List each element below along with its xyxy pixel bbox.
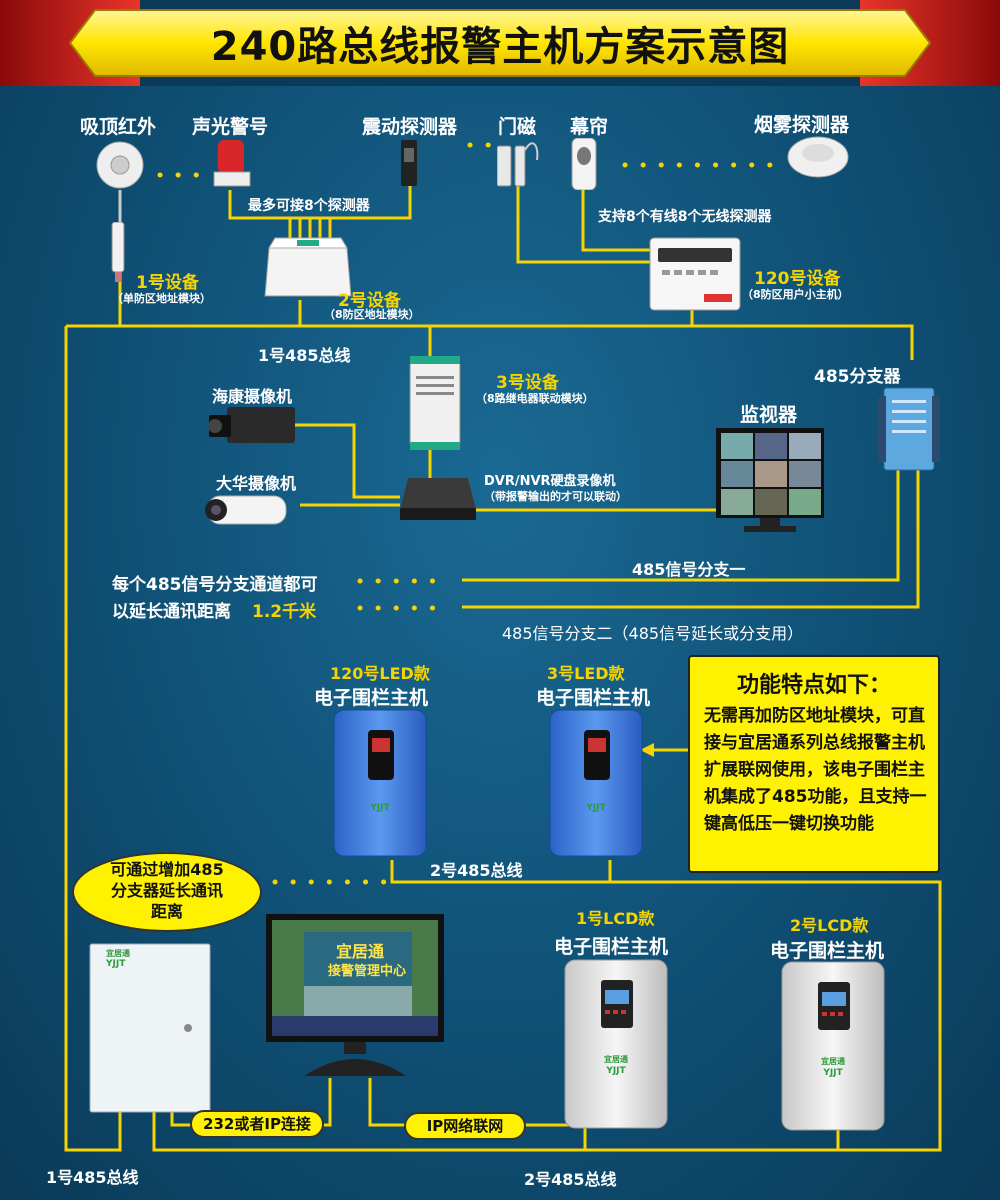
fence-led3-name: 电子围栏主机 — [536, 687, 651, 709]
branch-note-distance: 1.2千米 — [252, 602, 317, 622]
center-screen-brand: 宜居通 — [336, 942, 385, 961]
splitter-icon — [878, 387, 940, 471]
siren-label: 声光警号 — [192, 116, 269, 138]
fence-led3-num: 3号LED款 — [547, 664, 625, 683]
branch-note-line1: 每个485信号分支通道都可 — [112, 575, 318, 595]
feature-panel: 功能特点如下： 无需再加防区地址模块，可直接与宜居通系列总线报警主机扩展联网使用… — [688, 655, 940, 873]
curtain-detector-icon — [571, 138, 597, 190]
branch-note-line2: 以延长通讯距离 — [112, 602, 231, 622]
smoke-detector-icon — [787, 136, 849, 178]
pir-label: 吸顶红外 — [80, 116, 157, 138]
device120-host-icon — [649, 237, 741, 311]
branch2-wire — [462, 460, 920, 609]
fence-lcd2-device-icon: 宜居通 YJJT — [781, 961, 885, 1131]
monitor-label: 监视器 — [740, 404, 798, 426]
bus1-left-wire — [64, 326, 122, 1152]
fence-led3-logo: YJJT — [585, 803, 606, 813]
page-title: 240路总线报警主机方案示意图 — [210, 24, 790, 70]
door-wire — [516, 180, 650, 264]
monitor-icon — [716, 428, 824, 532]
hik-camera-label: 海康摄像机 — [212, 387, 293, 406]
device2-name: 2号设备 — [338, 291, 401, 311]
device120-name: 120号设备 — [754, 269, 841, 289]
cabinet-logo: YJJT — [105, 959, 126, 969]
fence-lcd1-num: 1号LCD款 — [576, 909, 655, 928]
relay-module-icon — [409, 356, 461, 450]
curtain-label: 幕帘 — [570, 116, 609, 138]
bus-alarm-host-cabinet-icon: 宜居通 YJJT — [89, 943, 211, 1113]
title-bar — [0, 0, 1000, 86]
fence-led120-device-icon: YJJT — [333, 709, 427, 857]
address-module-icon — [111, 222, 125, 282]
splitter-label: 485分支器 — [814, 367, 901, 387]
dahua-camera-label: 大华摄像机 — [216, 474, 297, 493]
device3-sub: （8路继电器联动模块） — [476, 392, 594, 405]
bus1-wire — [66, 324, 914, 360]
fence-lcd1-device-icon: 宜居通 YJJT — [564, 959, 668, 1129]
dahua-camera-icon — [205, 495, 287, 525]
wired-wireless-note: 支持8个有线8个无线探测器 — [598, 209, 772, 225]
device2-sub: （8防区地址模块） — [324, 308, 420, 321]
cabinet-brand-cn: 宜居通 — [106, 948, 130, 958]
max8-note: 最多可接8个探测器 — [248, 198, 370, 214]
bus2-mid-label: 2号485总线 — [430, 861, 523, 880]
fence-led3-device-icon: YJJT — [549, 709, 643, 857]
pir-sensor-icon — [96, 141, 144, 189]
extend-note-text: 可通过增加485 分支器延长通讯 距离 — [110, 860, 224, 921]
fence-led120-num: 120号LED款 — [330, 664, 430, 683]
extend-note-oval: 可通过增加485 分支器延长通讯 距离 — [72, 852, 262, 932]
dvr-sub: （带报警输出的才可以联动） — [484, 490, 627, 503]
curtain-wire — [581, 190, 650, 252]
fence-led-bus — [152, 860, 942, 1152]
link232-pill: 232或者IP连接 — [190, 1110, 324, 1138]
fence-lcd2-logo: YJJT — [822, 1068, 843, 1078]
siren-icon — [213, 140, 251, 187]
hik-camera-icon — [208, 407, 295, 443]
door-label: 门磁 — [498, 116, 537, 138]
ip-network-pill: IP网络联网 — [404, 1112, 526, 1140]
fence-lcd2-num: 2号LCD款 — [790, 916, 869, 935]
dvr-name: DVR/NVR硬盘录像机 — [484, 474, 616, 489]
smoke-label: 烟雾探测器 — [754, 114, 850, 136]
fence-lcd2-name: 电子围栏主机 — [770, 940, 885, 962]
fence-lcd1-logo: YJJT — [605, 1066, 626, 1076]
fence-lcd1-brand-cn: 宜居通 — [604, 1054, 628, 1064]
dvr-icon — [400, 478, 476, 520]
fence-lcd2-brand-cn: 宜居通 — [821, 1056, 845, 1066]
device2-module-icon — [264, 237, 352, 297]
fence-led120-logo: YJJT — [369, 803, 390, 813]
device120-sub: （8防区用户小主机） — [742, 288, 849, 301]
door-magnet-icon — [497, 142, 539, 187]
branch2-label: 485信号分支二（485信号延长或分支用） — [502, 624, 804, 643]
center-monitor-icon — [266, 914, 444, 1076]
device1-sub: （单防区地址模块） — [112, 292, 211, 305]
device1-name: 1号设备 — [136, 273, 199, 293]
hik-camera-wire — [290, 423, 400, 499]
device3-name: 3号设备 — [496, 373, 559, 393]
feature-title: 功能特点如下： — [736, 673, 891, 698]
feature-body: 无需再加防区地址模块，可直接与宜居通系列总线报警主机扩展联网使用，该电子围栏主机… — [704, 706, 927, 834]
branch1-label: 485信号分支一 — [632, 560, 746, 579]
center-screen-name: 接警管理中心 — [328, 964, 407, 979]
branch1-wire — [462, 460, 900, 582]
bus2-bottom-label: 2号485总线 — [524, 1170, 617, 1189]
vibration-detector-icon — [401, 140, 417, 186]
bus1-label: 1号485总线 — [258, 346, 351, 365]
vibration-label: 震动探测器 — [362, 116, 458, 138]
bus1-bottom-label: 1号485总线 — [46, 1168, 139, 1187]
fence-lcd1-name: 电子围栏主机 — [554, 936, 669, 958]
fence-led120-name: 电子围栏主机 — [314, 687, 429, 709]
